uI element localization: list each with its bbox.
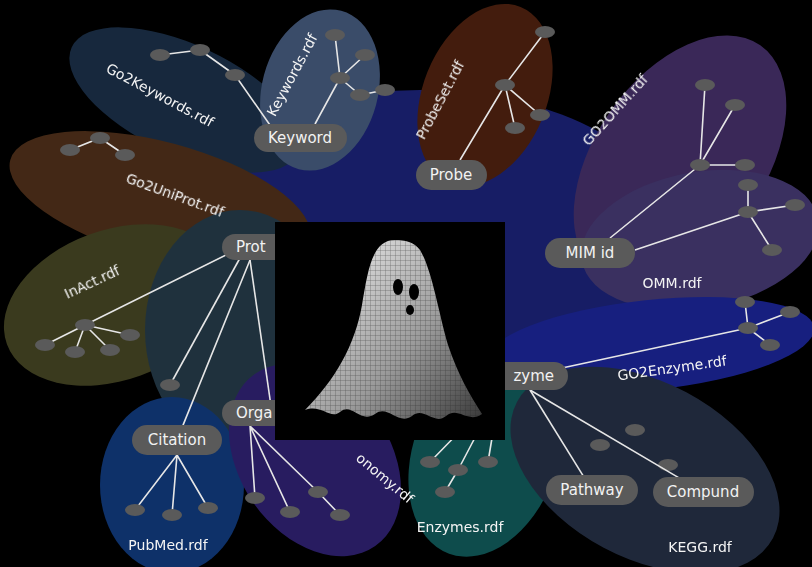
entity-pill: MIM id [545,238,635,268]
entity-name: Pathway [560,481,623,499]
tree-link [530,390,680,479]
tree-link [530,390,583,475]
entity-pill: Keyword [254,124,347,152]
entity-pill: Probe [416,160,487,190]
rdf-file-label: OMM.rdf [643,275,702,291]
entity-name: Probe [430,166,473,184]
entity-name: zyme [513,367,554,385]
entity-pill: Pathway [546,475,638,505]
entity-name: Keyword [268,129,332,147]
entity-name: Prot [236,238,266,256]
entity-name: MIM id [566,244,615,262]
rdf-file-label: KEGG.rdf [668,539,732,555]
entity-pill: Compund [653,477,754,507]
entity-pill: Citation [132,425,222,455]
entity-name: Orga [236,404,272,422]
tree-link [250,260,270,400]
entity-name: Compund [667,483,739,501]
rdf-file-label: Enzymes.rdf [417,519,504,535]
entity-name: Citation [148,431,206,449]
rdf-file-label: PubMed.rdf [128,537,207,553]
